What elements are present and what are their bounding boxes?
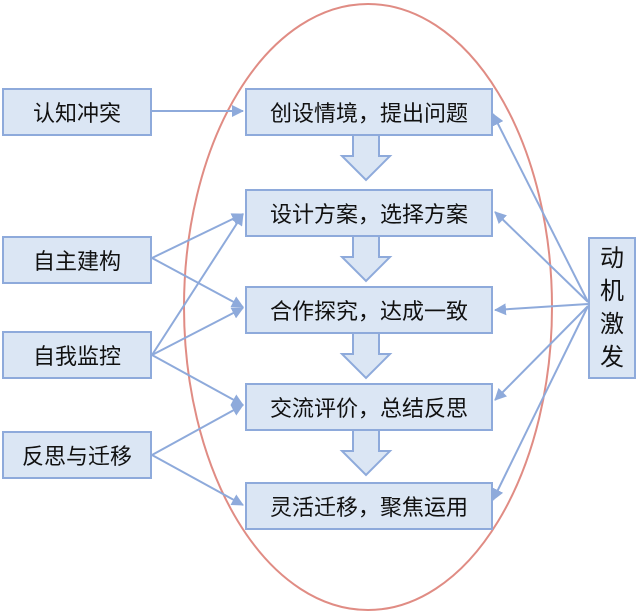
- box-self-monitoring: 自我监控: [2, 331, 152, 379]
- motivation-char-4: 发: [600, 343, 624, 371]
- step-4-box: 交流评价，总结反思: [245, 383, 493, 431]
- step-2-box: 设计方案，选择方案: [245, 189, 493, 237]
- arrow-motivation-to-step3: [494, 303, 589, 316]
- arrow-reflect-to-step5: [151, 454, 244, 506]
- arrow-motivation-to-step1: [492, 113, 589, 303]
- box-self-construction-label: 自主建构: [32, 250, 121, 275]
- step-1-label: 创设情境，提出问题: [269, 102, 468, 127]
- down-arrow-2: [339, 235, 393, 283]
- step-1-box: 创设情境，提出问题: [245, 88, 493, 136]
- box-cognitive-conflict: 认知冲突: [2, 88, 152, 136]
- motivation-char-1: 动: [600, 244, 624, 272]
- arrow-monitor-to-step3: [151, 307, 244, 356]
- motivation-char-3: 激: [600, 310, 624, 338]
- step-4-label: 交流评价，总结反思: [269, 397, 468, 422]
- arrow-construct-to-step3: [151, 257, 244, 308]
- down-arrow-1: [339, 134, 393, 182]
- step-3-label: 合作探究，达成一致: [269, 300, 468, 325]
- step-2-label: 设计方案，选择方案: [269, 203, 468, 228]
- arrow-motivation-to-step4: [494, 305, 589, 401]
- arrow-monitor-to-step4: [151, 354, 244, 406]
- box-reflection-transfer-label: 反思与迁移: [21, 445, 132, 470]
- arrow-motivation-to-step2: [494, 211, 589, 303]
- box-self-construction: 自主建构: [2, 236, 152, 284]
- box-motivation: 动 机 激 发: [588, 237, 636, 379]
- arrow-monitor-to-step2: [151, 213, 244, 356]
- step-5-label: 灵活迁移，聚焦运用: [269, 496, 468, 521]
- arrow-motivation-to-step5: [492, 305, 589, 501]
- down-arrow-3: [339, 332, 393, 380]
- box-self-monitoring-label: 自我监控: [32, 345, 121, 370]
- step-5-box: 灵活迁移，聚焦运用: [245, 482, 493, 530]
- down-arrow-4: [339, 429, 393, 477]
- step-3-box: 合作探究，达成一致: [245, 286, 493, 334]
- box-cognitive-conflict-label: 认知冲突: [32, 102, 121, 127]
- arrow-reflect-to-step4: [151, 404, 244, 456]
- motivation-char-2: 机: [600, 277, 624, 305]
- box-reflection-transfer: 反思与迁移: [2, 431, 152, 479]
- arrow-construct-to-step2: [151, 213, 244, 259]
